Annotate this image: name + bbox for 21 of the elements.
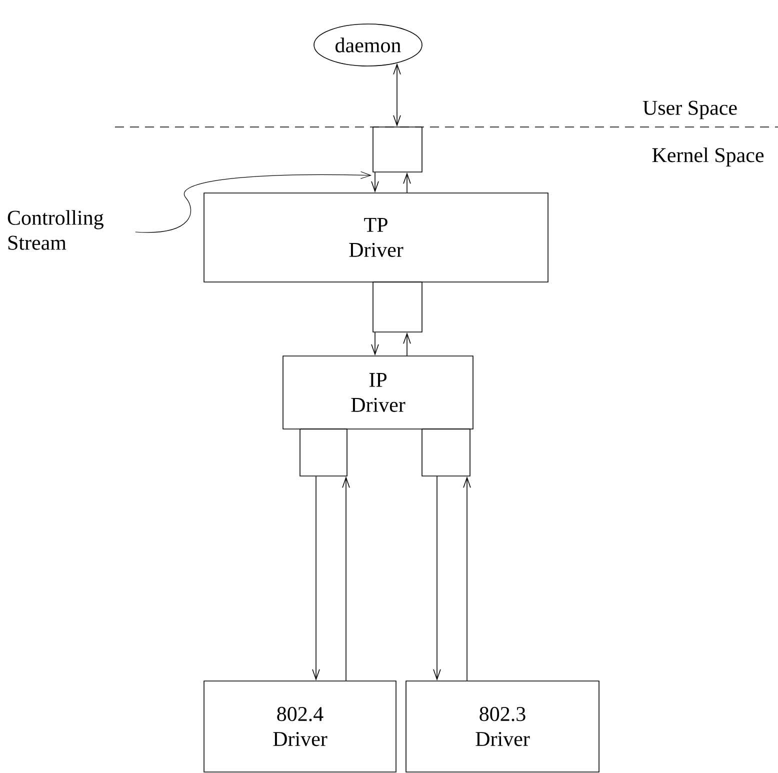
arrow <box>342 476 350 681</box>
region-label: Kernel Space <box>652 147 764 167</box>
annotation-text: Controlling Stream <box>8 210 104 250</box>
arrow <box>393 63 401 127</box>
driver-box: IP Driver <box>282 356 474 430</box>
arrow <box>371 172 379 193</box>
stream-box <box>372 126 422 172</box>
driver-box: 802.3 Driver <box>406 680 600 772</box>
driver-box: 802.4 Driver <box>204 680 396 772</box>
arrow <box>463 476 471 681</box>
arrow <box>403 172 411 193</box>
driver-box: TP Driver <box>204 192 548 282</box>
arrow <box>433 476 441 681</box>
stream-box <box>372 282 422 332</box>
arrow <box>371 332 379 356</box>
stream-box <box>422 428 470 476</box>
leader-line <box>135 171 372 233</box>
region-label: User Space <box>642 100 737 120</box>
arrow <box>403 332 411 356</box>
stream-box <box>300 428 348 476</box>
arrow <box>312 476 320 681</box>
